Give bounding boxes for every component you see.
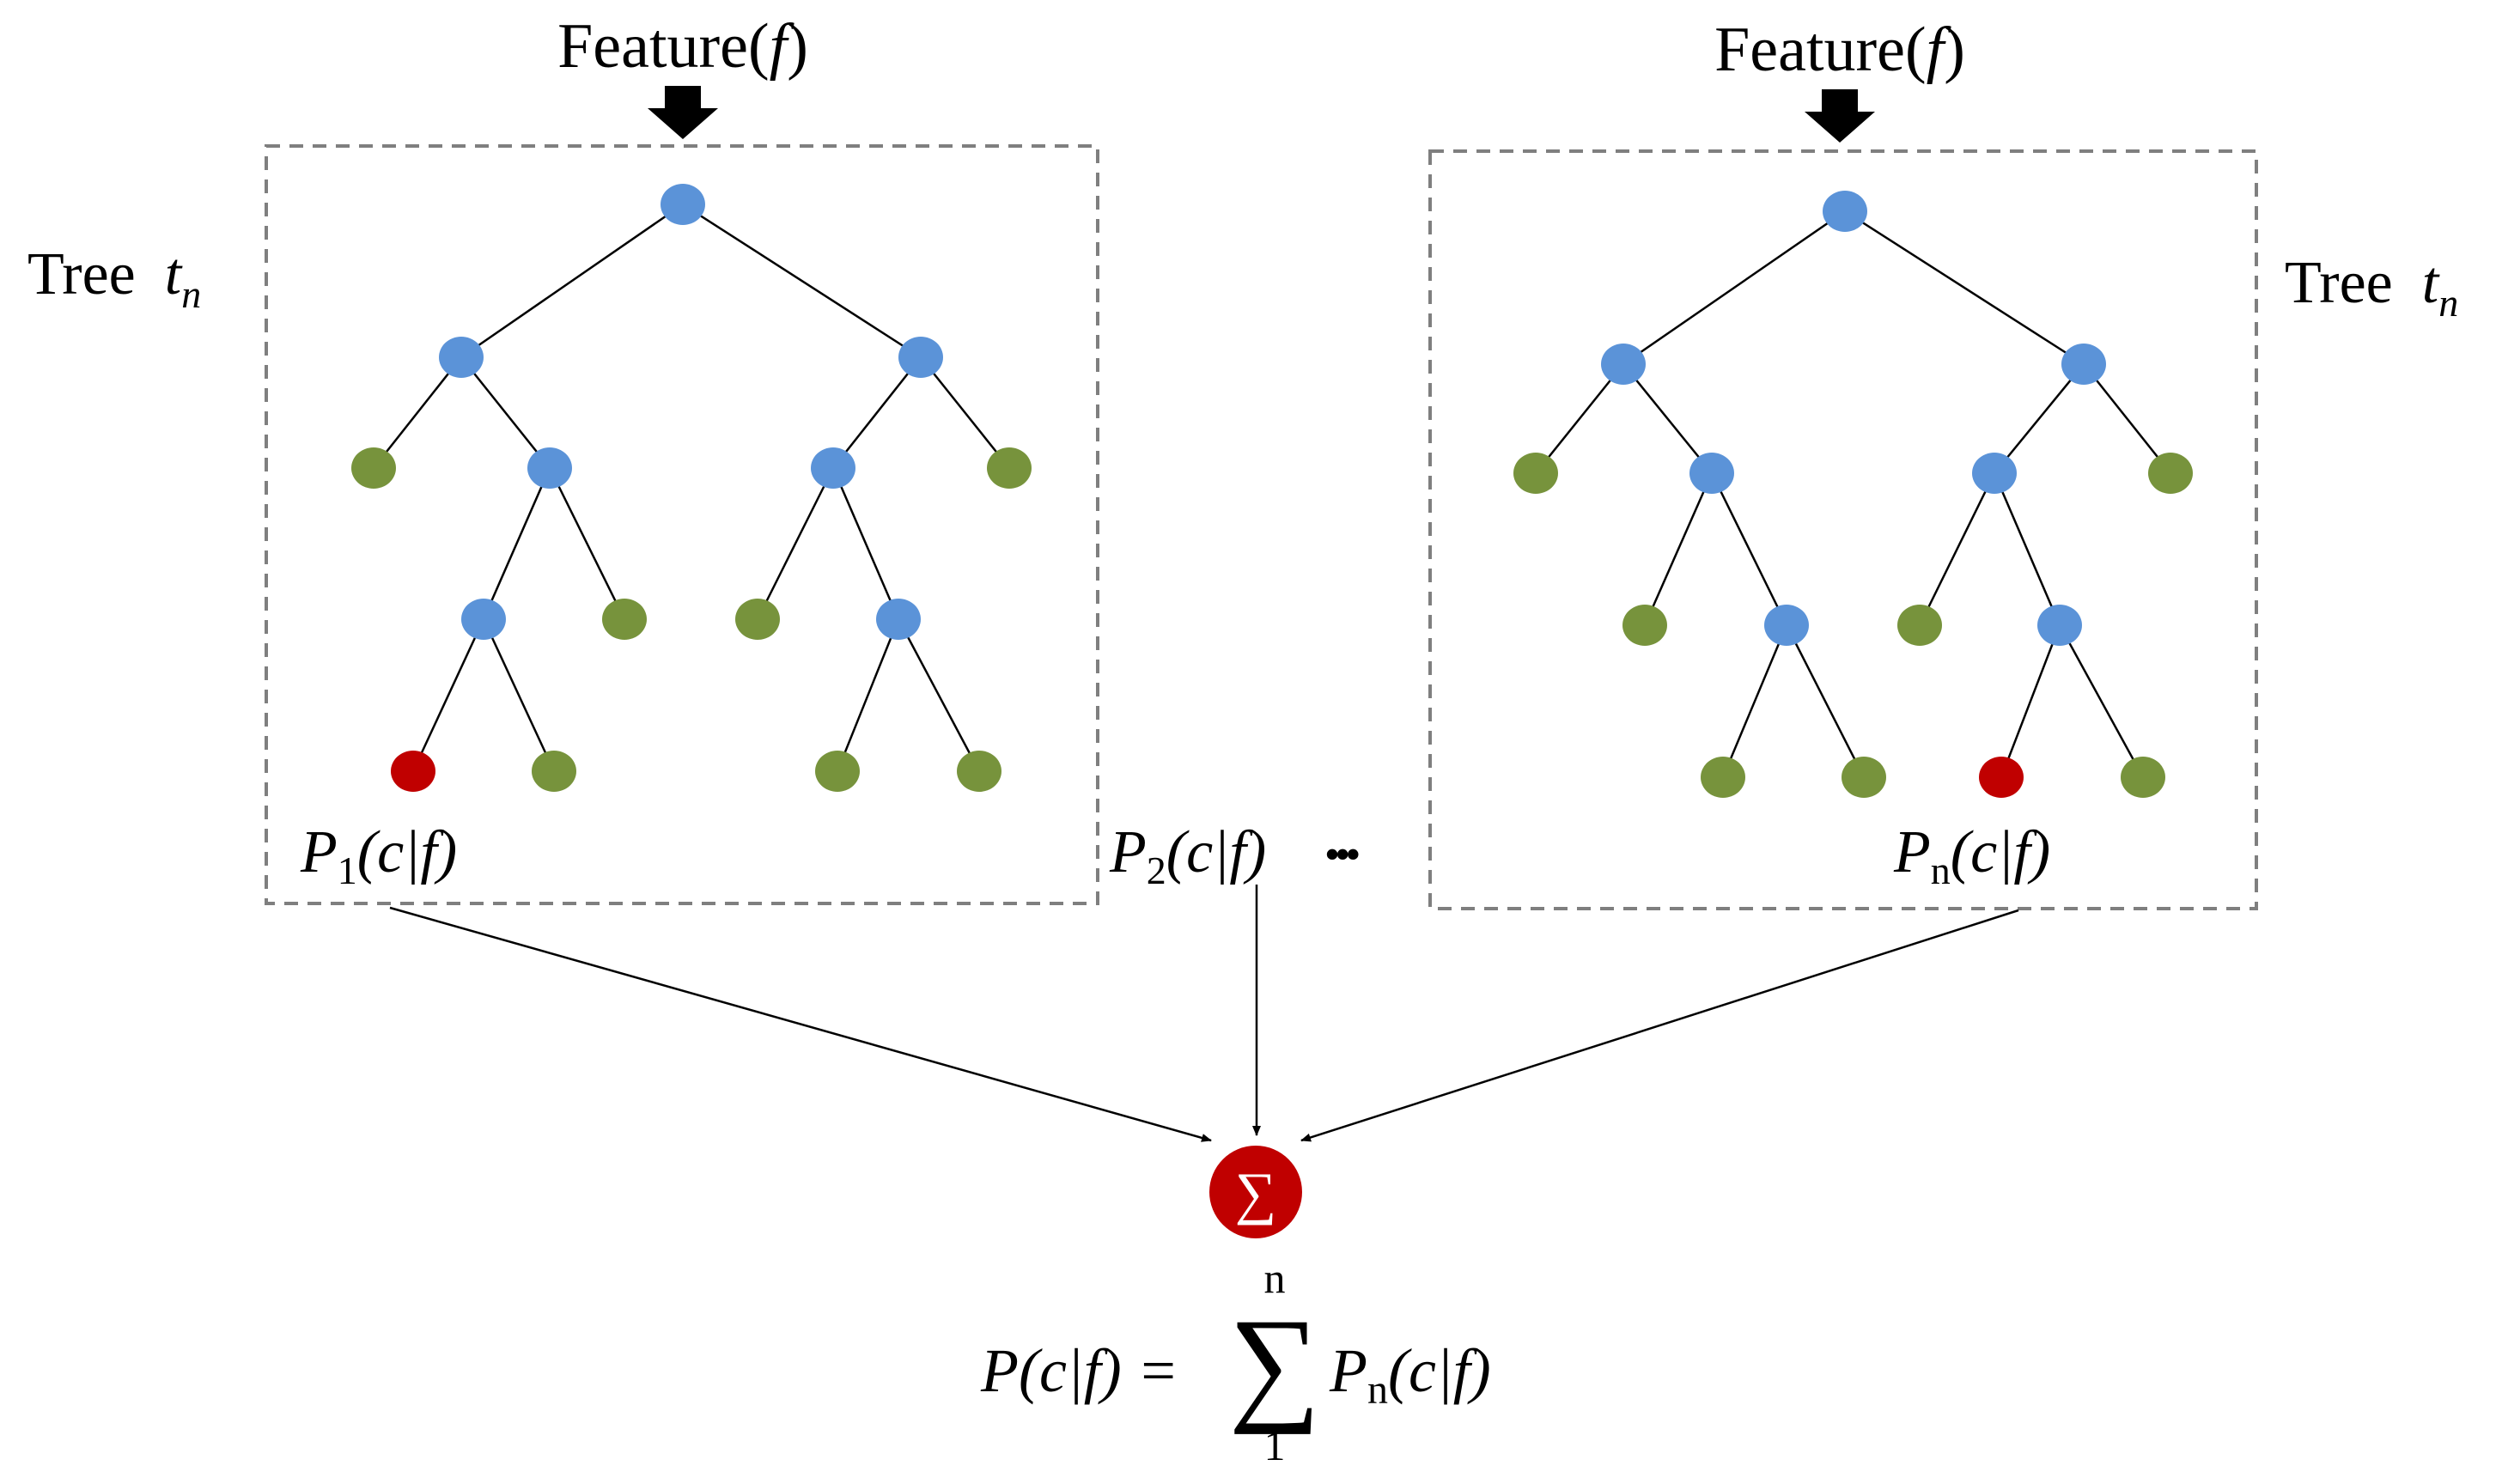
tree-1-edge: [832, 356, 922, 469]
tree-1-internal-node: [661, 184, 705, 225]
tree-1-input-arrow: [648, 86, 718, 139]
tree-2-internal-node: [1972, 453, 2017, 494]
tree-2-leaf-node: [2148, 453, 2193, 494]
tree-1-nodes: [351, 184, 1032, 792]
tree-2-internal-node: [1689, 453, 1734, 494]
tree-1-leaf-node: [957, 751, 1001, 792]
tree-1-internal-node: [527, 447, 572, 489]
tree-1-internal-node: [898, 337, 943, 378]
tree-1-input-label: Feature(f): [557, 11, 808, 82]
tree-1-edge: [836, 618, 900, 772]
tree-1-edge: [373, 356, 462, 469]
tree-1-edge: [482, 467, 551, 620]
tree-2-leaf-node: [1897, 605, 1942, 646]
tree-1-leaf-node: [987, 447, 1032, 489]
arrow-tree-2-to-sum: [1300, 909, 2019, 1142]
tree-1-edge: [897, 618, 981, 772]
tree-2-input-arrow: [1805, 89, 1875, 143]
sum-node: [1209, 1146, 1302, 1238]
tree-2-edge: [1994, 363, 2085, 474]
tree-1-edge: [548, 467, 626, 620]
tree-2-edge: [1721, 624, 1788, 778]
tree-1-edge: [831, 467, 900, 620]
sum-symbol: ∑: [1235, 1160, 1276, 1226]
tree-2-leaf-node: [2121, 757, 2165, 798]
tree-1-leaf-node: [532, 751, 576, 792]
tree-1-output-label: P1(c|f): [300, 819, 457, 892]
tree-2-internal-node: [2061, 344, 2106, 385]
tree-2-internal-node: [1601, 344, 1646, 385]
ellipsis: •••: [1325, 832, 1359, 876]
tree-2-edges: [1535, 210, 2171, 778]
tree-1-edge: [682, 203, 922, 359]
arrow-tree-1-to-sum: [389, 906, 1212, 1142]
tree-1-edge: [482, 618, 556, 772]
tree-2-edge: [1918, 472, 1996, 626]
tree-2-selected-leaf-node: [1979, 757, 2024, 798]
tree-2-internal-node: [2037, 605, 2082, 646]
tree-2-edge: [2058, 624, 2145, 778]
tree-2-edge: [1535, 363, 1624, 474]
tree-2-edge: [1622, 363, 1713, 474]
tree-1-leaf-node: [815, 751, 860, 792]
tree-2-edge: [1844, 210, 2085, 366]
tree-2-leaf-node: [1622, 605, 1667, 646]
tree-2-edge: [2000, 624, 2061, 778]
tree-1-internal-node: [461, 599, 506, 640]
tree-1-edge: [756, 467, 835, 620]
tree-1-edges: [373, 203, 1010, 772]
tree-2-edge: [1710, 472, 1788, 626]
tree-1-leaf-node: [735, 599, 780, 640]
tree-2-leaf-node: [1701, 757, 1745, 798]
tree-1-leaf-node: [602, 599, 647, 640]
formula-sigma: ∑: [1229, 1292, 1321, 1435]
tree-2-box: [1428, 149, 2258, 910]
tree-1-edge: [920, 356, 1010, 469]
tree-2-edge: [1785, 624, 1866, 778]
tree-2-internal-node: [1764, 605, 1809, 646]
tree-2-output-label: Pn(c|f): [1893, 819, 2050, 892]
tree-1-internal-node: [876, 599, 921, 640]
tree-1-edge: [411, 618, 485, 772]
tree-2-edge: [1643, 472, 1714, 626]
tree-1-leaf-node: [351, 447, 396, 489]
formula-term: Pn(c|f): [1329, 1336, 1491, 1413]
tree-1-selected-leaf-node: [391, 751, 435, 792]
tree-1-edge: [460, 203, 684, 359]
tree-2-nodes: [1513, 191, 2193, 798]
tree-2-middle-output-label: P2(c|f): [1109, 819, 1266, 892]
tree-2-internal-node: [1823, 191, 1867, 232]
tree-1-internal-node: [439, 337, 484, 378]
tree-2-edge: [1993, 472, 2061, 626]
aggregation-formula: P(c|f) = ∑ n 1 Pn(c|f): [980, 1254, 1491, 1469]
formula-lhs: P(c|f) =: [980, 1336, 1178, 1405]
tree-1-edge: [460, 356, 551, 469]
tree-2-input-label: Feature(f): [1714, 15, 1965, 85]
tree-2-leaf-node: [1513, 453, 1558, 494]
tree-2-edge: [2083, 363, 2171, 474]
tree-1-box: [265, 144, 1099, 905]
tree-2-edge: [1622, 210, 1846, 366]
tree-1-internal-node: [811, 447, 855, 489]
tree-2-leaf-node: [1842, 757, 1886, 798]
formula-lower-limit: 1: [1264, 1421, 1286, 1469]
formula-upper-limit: n: [1264, 1254, 1286, 1302]
